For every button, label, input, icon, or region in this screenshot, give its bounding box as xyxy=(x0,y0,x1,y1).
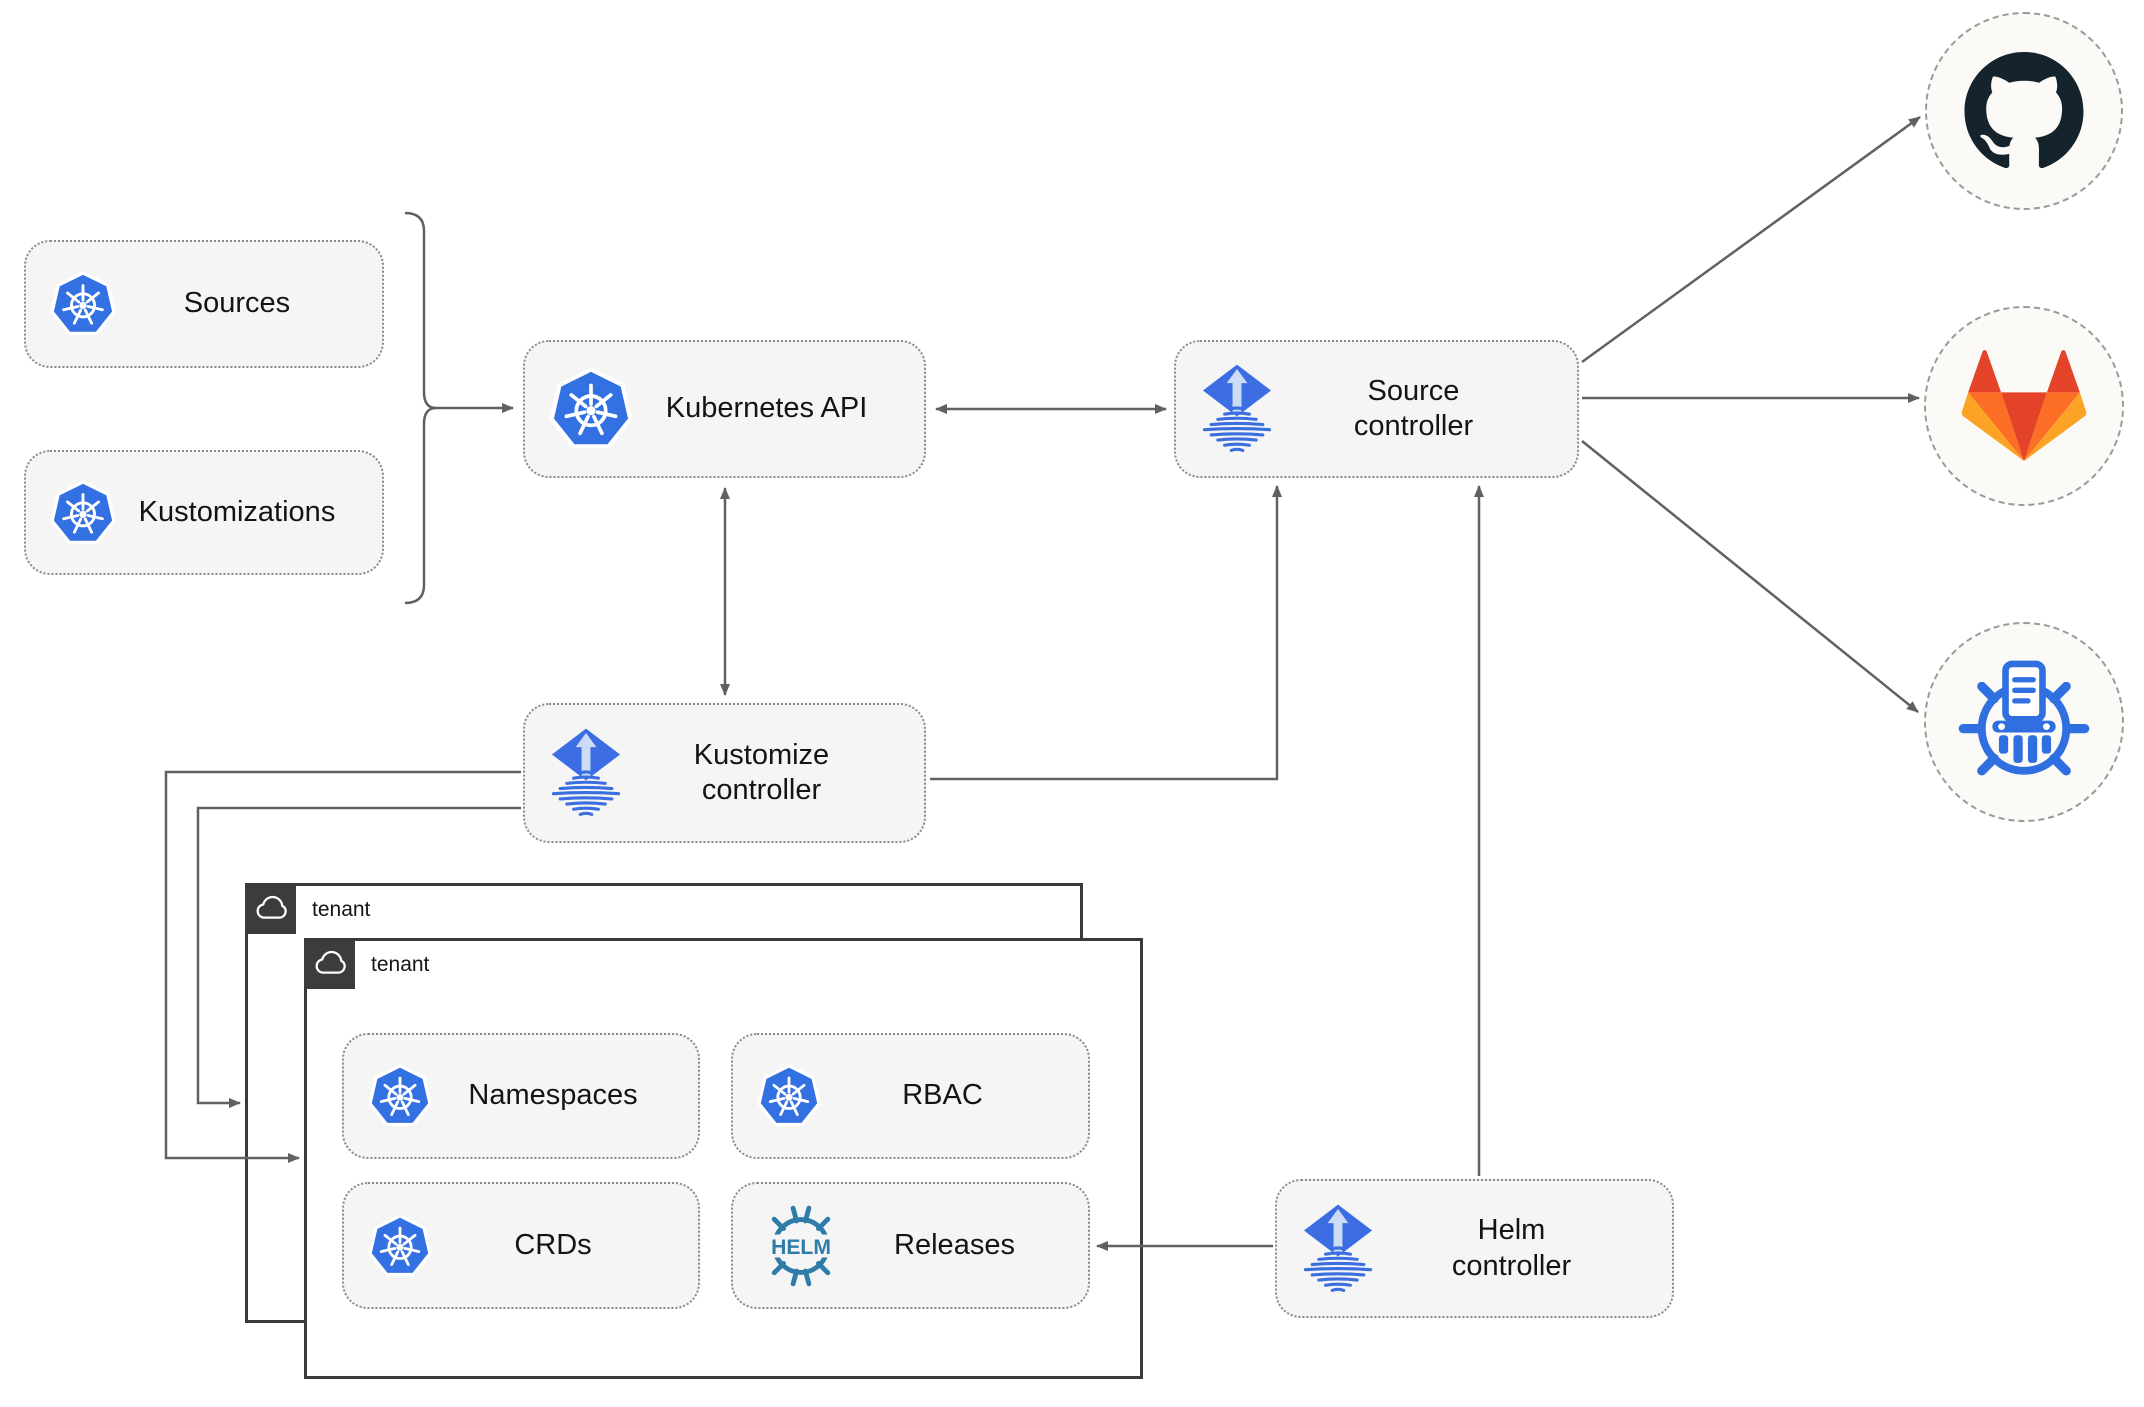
node-releases: Releases xyxy=(731,1182,1090,1309)
node-kustomize-controller: Kustomize controller xyxy=(523,703,926,843)
flux-icon xyxy=(549,727,623,819)
node-kubernetes-api: Kubernetes API xyxy=(523,340,926,478)
node-sources: Sources xyxy=(24,240,384,368)
tenant-inner-header xyxy=(304,938,355,989)
node-crds: CRDs xyxy=(342,1182,700,1309)
edge-source-controller-to-github xyxy=(1581,115,1921,364)
github-icon xyxy=(1963,52,2085,171)
edge-source-controller-to-harbor xyxy=(1581,440,1919,713)
cloud-icon xyxy=(255,893,287,925)
crds-label: CRDs xyxy=(514,1228,592,1261)
kubernetes-icon xyxy=(549,367,633,451)
releases-label: Releases xyxy=(894,1228,1015,1261)
node-namespaces: Namespaces xyxy=(342,1033,700,1159)
tenant-outer-header xyxy=(245,883,296,934)
source-controller-label: Source controller xyxy=(1353,374,1474,442)
node-kustomizations: Kustomizations xyxy=(24,450,384,575)
harbor-registry-icon xyxy=(1958,656,2090,788)
kustomizations-label: Kustomizations xyxy=(138,495,336,528)
edge-kustomize-controller-to-source-controller xyxy=(930,485,1282,781)
helm-icon xyxy=(757,1202,845,1290)
flux-icon xyxy=(1301,1203,1375,1295)
namespaces-label: Namespaces xyxy=(468,1079,638,1112)
kubernetes-api-label: Kubernetes API xyxy=(665,392,868,425)
tenant-inner-label: tenant xyxy=(371,953,430,976)
rbac-label: RBAC xyxy=(902,1079,983,1112)
sources-label: Sources xyxy=(183,287,291,320)
kubernetes-icon xyxy=(50,271,116,337)
gitlab-icon xyxy=(1961,348,2087,464)
node-source-controller: Source controller xyxy=(1174,340,1579,478)
kubernetes-icon xyxy=(50,480,116,546)
tenant-outer-label: tenant xyxy=(312,898,371,921)
helm-controller-label: Helm controller xyxy=(1451,1214,1572,1282)
kubernetes-icon xyxy=(757,1064,821,1128)
cloud-icon xyxy=(314,948,346,980)
node-rbac: RBAC xyxy=(731,1033,1090,1159)
kustomize-controller-label: Kustomize controller xyxy=(693,738,830,806)
node-helm-controller: Helm controller xyxy=(1275,1179,1674,1318)
target-gitlab xyxy=(1924,306,2124,506)
target-harbor-registry xyxy=(1924,622,2124,822)
flux-icon xyxy=(1200,363,1274,455)
edge-brace-sources-group xyxy=(404,211,437,605)
target-github xyxy=(1925,12,2123,210)
kubernetes-icon xyxy=(368,1214,432,1278)
kubernetes-icon xyxy=(368,1064,432,1128)
